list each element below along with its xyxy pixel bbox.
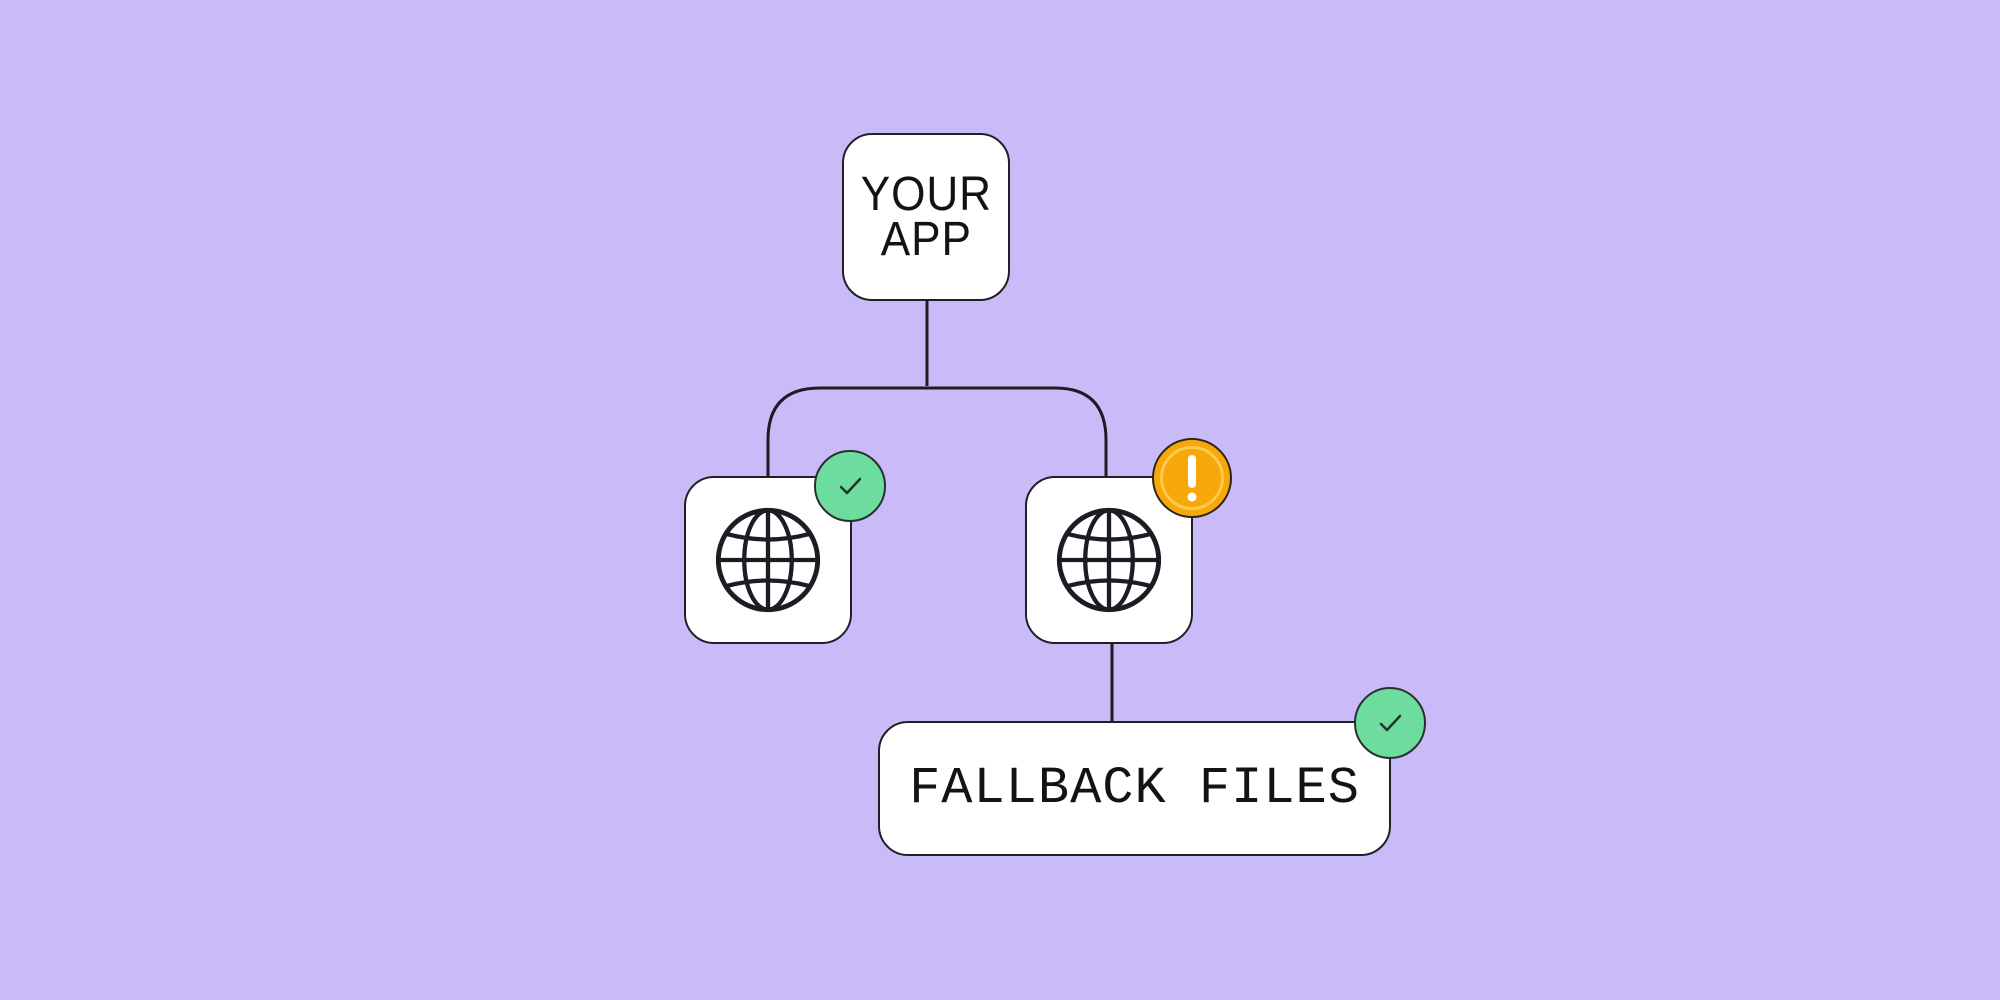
branch-line [766,386,1108,476]
app-node-title: YOUR APP [860,168,992,266]
globe-icon [1056,507,1162,613]
warning-badge-ring [1160,446,1224,510]
check-icon [839,477,862,495]
fallback-node: FALLBACK FILES [878,721,1391,856]
exclamation-icon [1187,455,1197,502]
check-icon [1379,714,1402,732]
warning-badge [1152,438,1232,518]
globe-icon [715,507,821,613]
success-check-badge [814,450,886,522]
fallback-check-badge [1354,687,1426,759]
app-node: YOUR APP [842,133,1010,301]
fallback-node-label: FALLBACK FILES [909,758,1360,818]
